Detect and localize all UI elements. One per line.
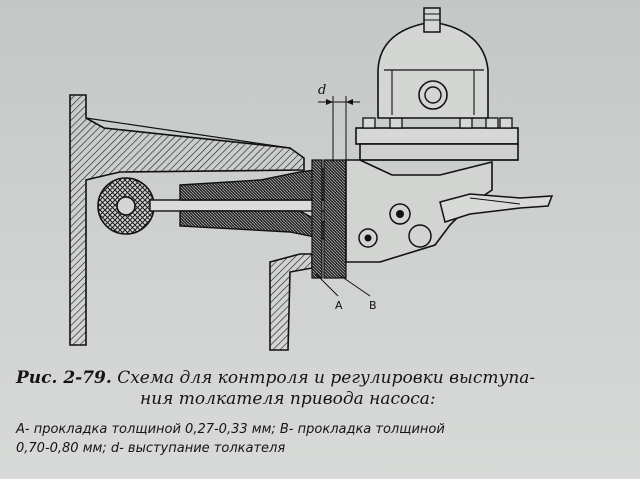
- legend-line1: А- прокладка толщиной 0,27-0,33 мм; В- п…: [16, 422, 445, 437]
- caption-title-line2: ния толкателя привода насоса:: [140, 389, 436, 409]
- label-d: d: [318, 83, 326, 98]
- caption-title-line1: Рис. 2-79. Схема для контроля и регулиро…: [16, 368, 628, 389]
- pump-pusher-diagram: d A B: [69, 7, 554, 351]
- legend-line2: 0,70-0,80 мм; d- выступание толкателя: [16, 441, 286, 456]
- gasket-b: [323, 159, 347, 279]
- caption-legend: А- прокладка толщиной 0,27-0,33 мм; В- п…: [16, 420, 628, 458]
- label-b: B: [369, 299, 377, 312]
- dimension-d: d: [318, 83, 360, 162]
- figure-number: Рис. 2-79.: [16, 368, 112, 388]
- figure-caption: Рис. 2-79. Схема для контроля и регулиро…: [16, 368, 628, 458]
- label-a: A: [335, 299, 343, 312]
- pump-cover-dome: [377, 7, 489, 119]
- lower-flange: [269, 253, 313, 351]
- caption-title-text: Схема для контроля и регулировки выступа…: [117, 368, 536, 388]
- camshaft-eccentric: [97, 177, 155, 235]
- pump-flange-plate: [355, 117, 519, 161]
- fuel-pump-body: [345, 159, 493, 263]
- gasket-a: [311, 159, 323, 279]
- leader-lines: A B: [315, 273, 377, 312]
- engine-block-wall: [69, 94, 305, 346]
- pump-lever: [439, 193, 554, 223]
